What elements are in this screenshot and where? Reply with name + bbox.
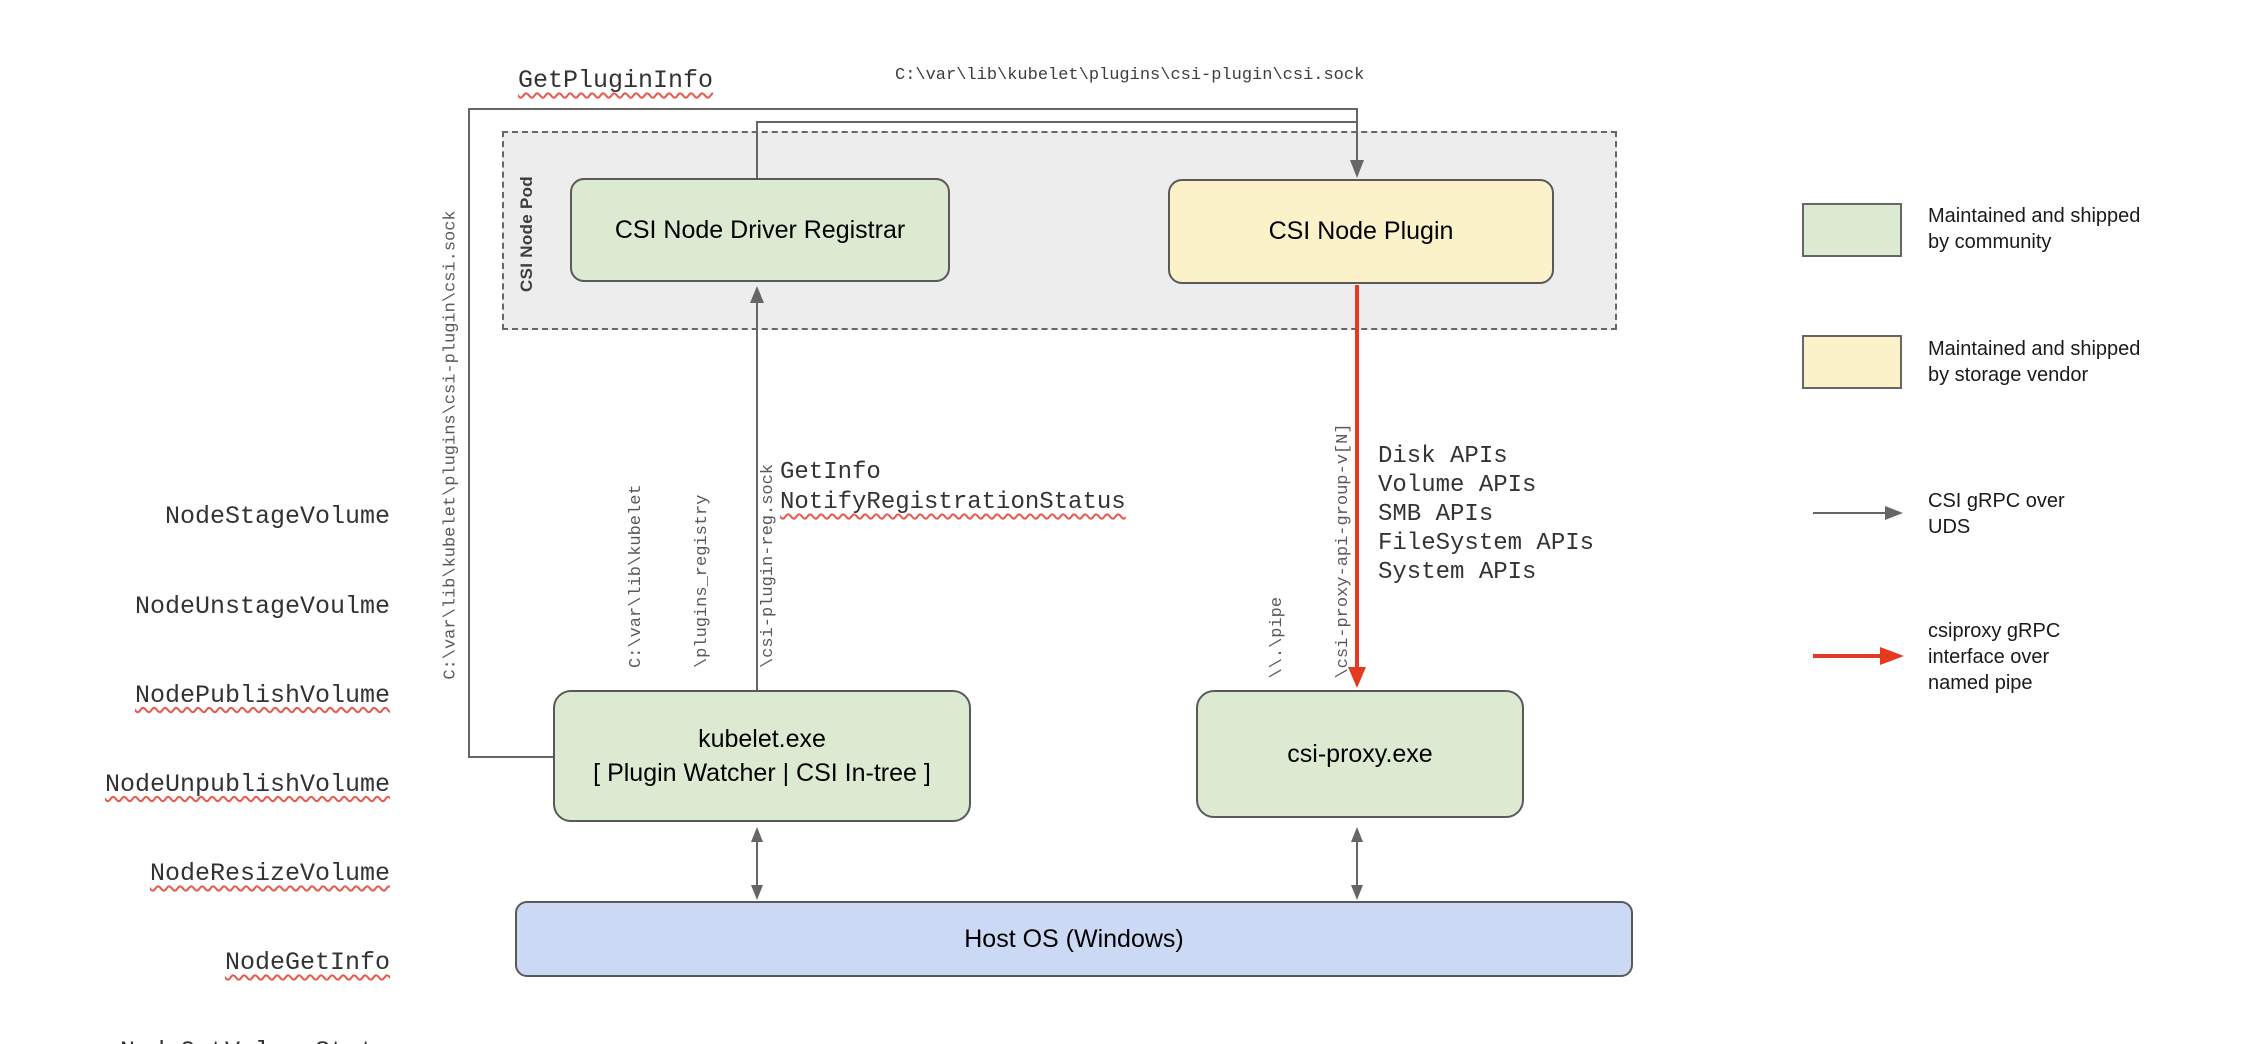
legend-pipe-line-3: named pipe [1928, 672, 2033, 694]
proxy-hostos-up-arrowhead-icon [1351, 827, 1363, 842]
registrar-arrowhead-icon [750, 286, 764, 303]
named-pipe-path-vertical-label: \\.\pipe \csi-proxy-api-group-v[N] [1223, 423, 1399, 678]
kubelet-hostos-up-arrowhead-icon [751, 827, 763, 842]
registry-path-line-2: \plugins_registry [693, 494, 712, 669]
legend-pipe-text: csiproxy gRPC interface over named pipe [1928, 618, 2060, 696]
node-op-stage: NodeStageVolume [164, 502, 390, 532]
host-os-box: Host OS (Windows) [515, 901, 1633, 977]
legend-uds-text: CSI gRPC over UDS [1928, 488, 2065, 540]
legend-vendor-line-1: Maintained and shipped [1928, 338, 2141, 360]
proxy-red-arrowhead-icon [1348, 667, 1366, 688]
left-csi-sock-path-vertical-label: C:\var\lib\kubelet\plugins\csi-plugin\cs… [441, 210, 461, 680]
csi-proxy-api-list: Disk APIs Volume APIs SMB APIs FileSyste… [1378, 442, 1594, 587]
api-filesystem: FileSystem APIs [1378, 530, 1595, 557]
csi-node-pod-label: CSI Node Pod [517, 176, 536, 292]
legend-uds-line-1: CSI gRPC over [1928, 490, 2065, 512]
pipe-path-line-2: \csi-proxy-api-group-v[N] [1334, 423, 1353, 679]
registrar-to-plugin-uds-line [756, 121, 1357, 179]
kubelet-subtitle: [ Plugin Watcher | CSI In-tree ] [593, 759, 931, 787]
api-smb: SMB APIs [1378, 501, 1494, 528]
api-disk: Disk APIs [1378, 443, 1508, 470]
legend-uds-line-2: UDS [1928, 516, 1971, 538]
node-op-publish: NodePublishVolume [134, 680, 390, 710]
registry-path-line-3: \csi-plugin-reg.sock [759, 463, 778, 669]
legend-uds-arrowhead-icon [1885, 506, 1903, 520]
pipe-path-line-1: \\.\pipe [1268, 596, 1287, 679]
notify-registration-status-label: NotifyRegistrationStatus [780, 489, 1126, 516]
node-op-getinfo: NodeGetInfo [224, 947, 390, 977]
legend-vendor-text: Maintained and shipped by storage vendor [1928, 336, 2140, 388]
legend-pipe-line-1: csiproxy gRPC [1928, 620, 2061, 642]
csi-node-plugin-box: CSI Node Plugin [1168, 179, 1554, 284]
kubelet-box: kubelet.exe [ Plugin Watcher | CSI In-tr… [553, 690, 971, 822]
node-ops-list: NodeStageVolume NodeUnstageVoulme NodePu… [105, 443, 390, 1044]
csi-sock-path-label: C:\var\lib\kubelet\plugins\csi-plugin\cs… [895, 66, 1365, 85]
csi-proxy-box: csi-proxy.exe [1196, 690, 1524, 818]
legend-vendor-line-2: by storage vendor [1928, 364, 2089, 386]
registry-path-line-1: C:\var\lib\kubelet [627, 484, 646, 669]
legend-community-swatch [1802, 203, 1902, 257]
legend-community-line-1: Maintained and shipped [1928, 205, 2141, 227]
kubelet-hostos-down-arrowhead-icon [751, 885, 763, 900]
api-system: System APIs [1378, 559, 1537, 586]
kubelet-to-plugin-uds-line [468, 108, 1358, 758]
api-volume: Volume APIs [1378, 472, 1537, 499]
legend-pipe-line-2: interface over [1928, 646, 2050, 668]
node-op-unstage: NodeUnstageVoulme [134, 591, 390, 621]
get-plugin-info-label: GetPluginInfo [518, 66, 714, 95]
node-op-resize: NodeResizeVolume [149, 858, 390, 888]
get-info-label: GetInfo [780, 459, 881, 486]
plugin-arrowhead-icon [1350, 160, 1364, 178]
kubelet-title: kubelet.exe [698, 725, 826, 753]
node-op-unpublish: NodeUnpublishVolume [104, 769, 390, 799]
proxy-hostos-down-arrowhead-icon [1351, 885, 1363, 900]
legend-vendor-swatch [1802, 335, 1902, 389]
node-op-getvolumestats: NodeGetVolumeStats [105, 1037, 390, 1044]
legend-pipe-arrowhead-icon [1880, 647, 1904, 665]
csi-node-driver-registrar-box: CSI Node Driver Registrar [570, 178, 950, 282]
registration-rpc-labels: GetInfo NotifyRegistrationStatus [780, 458, 1126, 518]
legend-community-line-2: by community [1928, 231, 2052, 253]
legend-community-text: Maintained and shipped by community [1928, 203, 2140, 255]
